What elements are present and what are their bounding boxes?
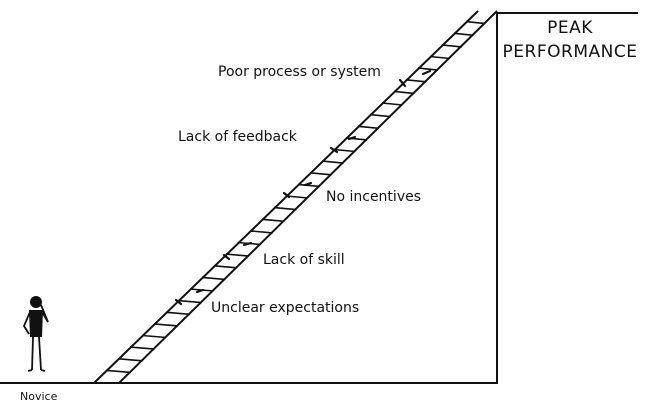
ladder-rung (261, 218, 285, 223)
novice-head (30, 296, 42, 308)
novice-right-arm (40, 304, 49, 323)
ladder-right-rail (118, 10, 498, 384)
ladder-rung (297, 183, 320, 188)
ladder-rung (129, 346, 155, 350)
novice-right-leg (38, 336, 42, 371)
obstacle-label-lack-of-feedback: Lack of feedback (178, 129, 298, 145)
obstacle-mark (347, 135, 357, 141)
novice-body (29, 310, 43, 337)
ladder-rung (369, 113, 391, 118)
obstacle-label-unclear-expectations: Unclear expectations (211, 300, 359, 316)
ladder-rung (417, 67, 438, 71)
obstacle-marks (174, 69, 432, 306)
ladder-rung (429, 55, 450, 60)
ladder-rung (213, 265, 238, 269)
novice-left-arm (22, 311, 31, 335)
obstacle-mark (303, 181, 313, 187)
ladder-rung (249, 230, 273, 234)
ladder-rung (405, 79, 427, 83)
obstacle-label-lack-of-skill: Lack of skill (263, 252, 345, 268)
ladder-rung (333, 148, 356, 153)
obstacle-mark (195, 288, 205, 294)
ladder-rung (153, 323, 179, 327)
ladder-rung (381, 102, 403, 106)
novice-left-leg (31, 336, 34, 371)
ladder-rung (201, 276, 226, 281)
ladder-left-rail (93, 10, 479, 384)
ladder-rung (273, 206, 297, 211)
novice-label: Novice (20, 390, 58, 403)
obstacle-mark (222, 253, 231, 261)
ladder-rung (321, 160, 344, 164)
ladder-rung (309, 172, 332, 176)
ladder-rungs (105, 20, 486, 374)
ladder-rung (393, 90, 415, 95)
obstacle-label-poor-process: Poor process or system (218, 64, 381, 80)
novice-figure (22, 296, 49, 372)
ladder-rung (165, 311, 190, 316)
novice-left-foot (27, 369, 33, 372)
peak-label-line1: PEAK (547, 18, 593, 38)
ladder-rung (357, 125, 379, 130)
novice-right-foot (40, 369, 46, 372)
ladder-rung (465, 20, 486, 25)
ladder-rung (117, 358, 143, 362)
obstacle-mark (421, 69, 432, 76)
obstacle-mark (282, 191, 291, 199)
obstacle-mark (174, 298, 183, 306)
obstacle-mark (329, 146, 339, 154)
peak-label-line2: PERFORMANCE (503, 42, 638, 62)
ladder-rung (141, 334, 167, 339)
obstacle-mark (398, 78, 407, 88)
ladder-rung (105, 369, 131, 374)
ladder-rung (177, 299, 202, 304)
ladder-rung (453, 32, 474, 37)
obstacle-mark (242, 241, 253, 247)
ladder-rung (441, 44, 462, 48)
ladder-rung (225, 253, 249, 257)
obstacle-label-no-incentives: No incentives (326, 189, 421, 205)
cliff-wall (496, 12, 638, 384)
